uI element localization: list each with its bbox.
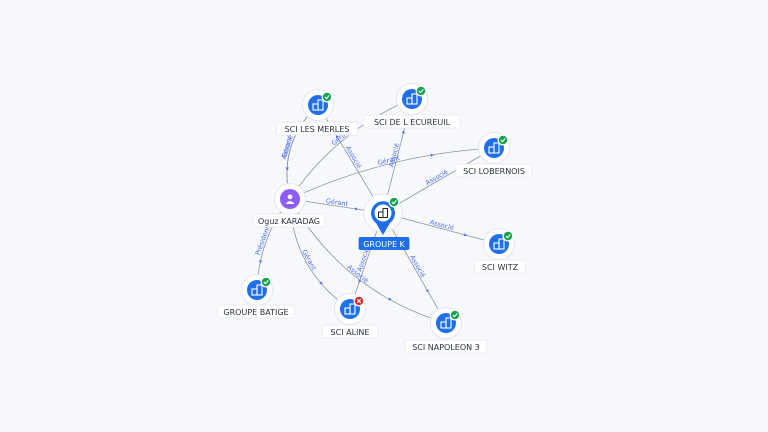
node-sci-napoleon-3[interactable]: SCI NAPOLEON 3 — [404, 307, 488, 354]
building-icon — [378, 208, 388, 218]
verified-badge-icon — [415, 85, 427, 97]
edge-arrow — [354, 207, 359, 211]
node-sci-les-merles[interactable]: SCI LES MERLES — [275, 89, 359, 136]
nodes-layer: Oguz KARADAG SCI LES MERLES SCI DE L ECURE… — [217, 83, 533, 354]
edge-label: Associé — [280, 134, 295, 160]
person-icon — [285, 194, 295, 204]
node-sci-lobernois[interactable]: SCI LOBERNOIS — [455, 132, 533, 178]
node-label-box — [253, 213, 325, 228]
node-label-box — [217, 304, 295, 319]
node-label: SCI ALINE — [331, 328, 370, 337]
building-icon — [344, 303, 356, 315]
building-icon-part — [349, 303, 356, 315]
node-label-box — [363, 114, 461, 129]
node-label: GROUPE BATIGE — [223, 308, 288, 317]
building-icon — [440, 317, 452, 329]
node-sci-witz[interactable]: SCI WITZ — [474, 228, 526, 274]
verified-badge-icon — [449, 309, 461, 321]
building-icon-part — [445, 317, 452, 329]
edge-arrow — [285, 167, 289, 171]
building-icon-part — [256, 284, 263, 296]
edge-arrow — [401, 130, 405, 134]
edge-label: Associé — [429, 218, 455, 232]
building-icon-part — [411, 93, 418, 105]
node-label: SCI LES MERLES — [285, 125, 350, 134]
verified-badge-icon — [260, 276, 272, 288]
node-label: SCI DE L ECUREUIL — [374, 118, 451, 127]
building-icon-part — [317, 99, 324, 111]
edge-arrow — [425, 289, 429, 293]
node-oguz-karadag[interactable]: Oguz KARADAG — [253, 183, 325, 228]
verified-badge-icon — [497, 134, 509, 146]
node-sci-de-l-ecureuil[interactable]: SCI DE L ECUREUIL — [363, 83, 461, 129]
closed-badge-icon — [353, 295, 365, 307]
node-label-box — [275, 121, 359, 136]
building-icon — [251, 284, 263, 296]
building-icon-part — [498, 238, 505, 250]
edge-label: Gérant — [325, 197, 349, 208]
center-node[interactable]: GROUPE K — [358, 193, 410, 250]
node-label: Oguz KARADAG — [258, 217, 320, 226]
building-icon — [493, 238, 505, 250]
person-icon-head — [287, 194, 293, 200]
node-label: SCI NAPOLEON 3 — [412, 343, 480, 352]
building-icon — [406, 93, 418, 105]
node-label: GROUPE K — [363, 240, 405, 249]
building-icon-part — [493, 142, 500, 154]
node-label-box — [321, 324, 379, 339]
edge-label: Président — [254, 225, 272, 257]
edge-arrow — [335, 134, 339, 139]
person-icon-body — [285, 201, 295, 204]
edge-arrow — [319, 281, 323, 285]
building-icon — [312, 99, 324, 111]
edge-arrow — [430, 153, 434, 157]
verified-badge-icon — [388, 196, 400, 208]
building-icon — [488, 142, 500, 154]
edge-label: Associé — [424, 168, 449, 187]
edge-label: Associé — [408, 254, 427, 279]
node-groupe-batige[interactable]: GROUPE BATIGE — [217, 274, 295, 319]
node-label: SCI WITZ — [482, 263, 519, 272]
edge-arrow — [463, 233, 468, 237]
node-sci-aline[interactable]: SCI ALINE — [321, 293, 379, 339]
verified-badge-icon — [502, 230, 514, 242]
node-label: SCI LOBERNOIS — [463, 167, 525, 176]
node-label-box — [404, 339, 488, 354]
edge-arrow — [258, 260, 263, 264]
node-label-box — [474, 259, 526, 274]
edge-label: Gérant — [300, 248, 318, 272]
node-label-box — [358, 237, 410, 250]
edge-label: Associé — [344, 145, 364, 170]
verified-badge-icon — [321, 91, 333, 103]
edge-line — [289, 147, 495, 200]
node-label-box — [455, 163, 533, 178]
edge-arrow — [388, 297, 392, 301]
edge-line — [289, 98, 413, 200]
